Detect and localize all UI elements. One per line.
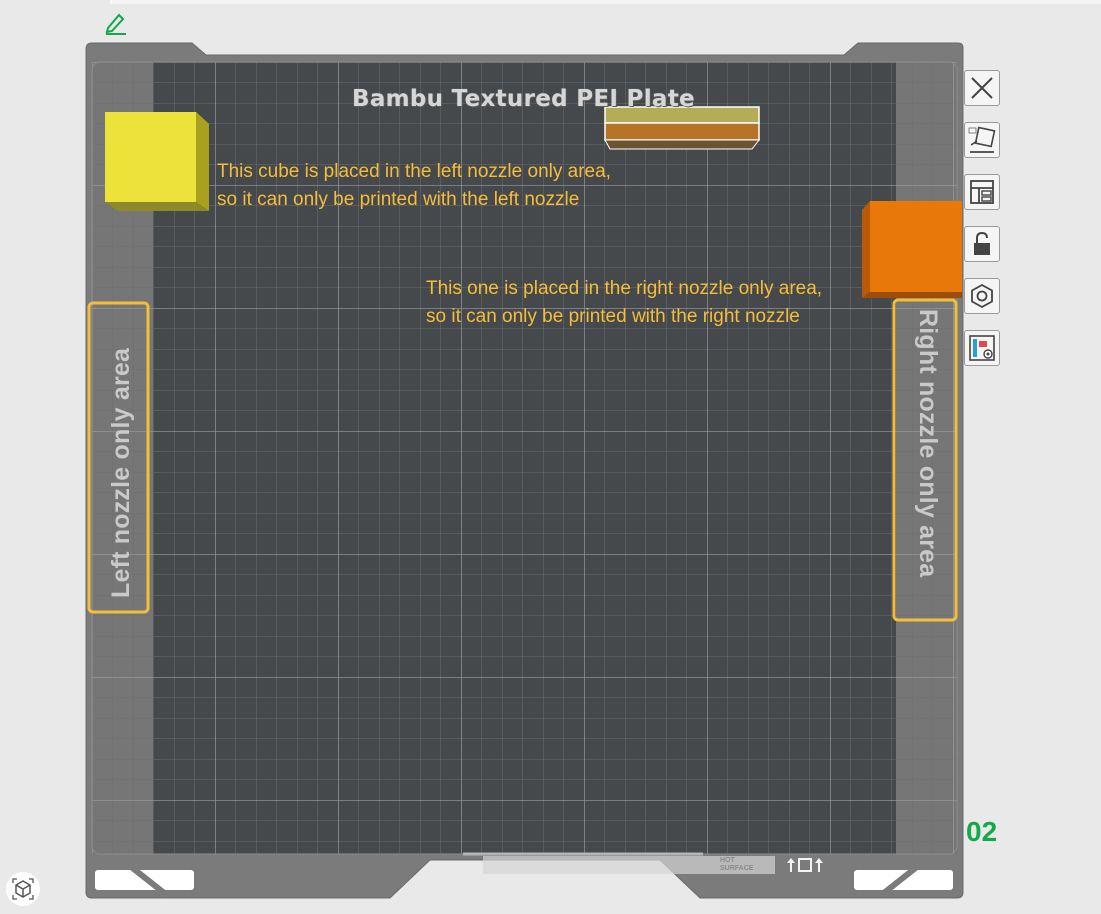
bottom-strip-icons <box>786 857 824 873</box>
lock-plate-button[interactable] <box>964 226 1000 262</box>
right-orange-cube[interactable] <box>862 201 962 298</box>
pencil-icon[interactable] <box>104 10 128 36</box>
arrow-up-icon <box>815 858 823 872</box>
left-nozzle-annotation: This cube is placed in the left nozzle o… <box>217 158 611 214</box>
annotation-line: so it can only be printed with the left … <box>217 189 580 210</box>
view-cube-icon <box>12 878 34 900</box>
plate-settings-icon <box>969 335 995 361</box>
nut-settings-icon <box>971 283 993 309</box>
plate-toolbar <box>964 70 1002 382</box>
coarse-grid <box>92 62 957 854</box>
left-area-highlight <box>87 301 150 614</box>
close-plate-button[interactable] <box>964 70 1000 106</box>
right-nozzle-annotation: This one is placed in the right nozzle o… <box>426 275 822 331</box>
annotation-line: This one is placed in the right nozzle o… <box>426 278 823 299</box>
bottom-label-strip <box>483 856 775 874</box>
hot-surface-label: HOT SURFACE <box>720 857 754 872</box>
square-icon <box>798 858 812 872</box>
unlock-icon <box>974 231 990 255</box>
bottom-slots <box>95 863 953 899</box>
close-icon <box>971 77 993 99</box>
plate-settings-button[interactable] <box>964 278 1000 314</box>
left-area-label: Left nozzle only area <box>107 347 135 598</box>
arrow-up-icon <box>787 858 795 872</box>
auto-arrange-icon <box>968 126 996 153</box>
layout-button[interactable] <box>964 174 1000 210</box>
plate-title: Bambu Textured PEI Plate <box>352 86 695 112</box>
right-area-highlight <box>892 298 958 622</box>
layout-icon <box>970 180 994 204</box>
plate-info-button[interactable] <box>964 330 1000 366</box>
annotation-line: so it can only be printed with the right… <box>426 306 800 327</box>
left-yellow-cube[interactable] <box>105 112 209 211</box>
annotation-line: This cube is placed in the left nozzle o… <box>217 161 611 182</box>
view-cube-button[interactable] <box>6 872 40 906</box>
plate-number: 02 <box>966 816 998 847</box>
right-area-label: Right nozzle only area <box>914 309 942 578</box>
top-striped-object[interactable] <box>604 106 761 150</box>
auto-arrange-button[interactable] <box>964 122 1000 158</box>
top-bar <box>110 0 1101 4</box>
